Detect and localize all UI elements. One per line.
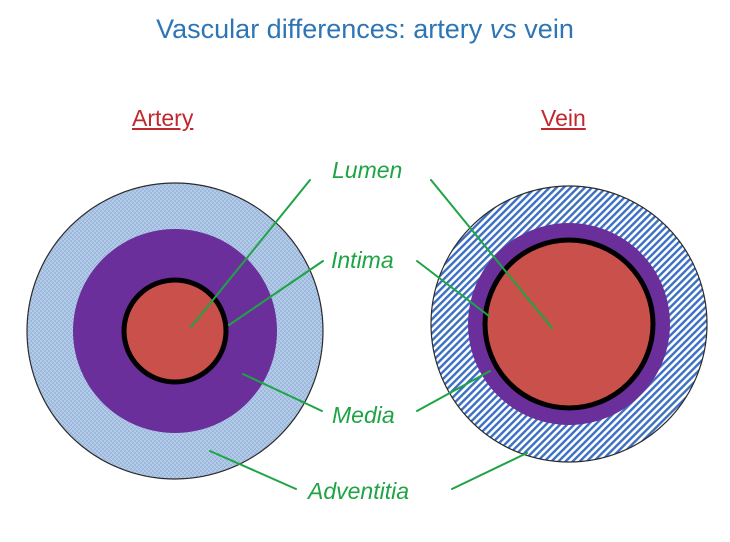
pointer-adventitia-artery (209, 450, 297, 490)
vein-lumen (482, 237, 656, 411)
vein-heading: Vein (541, 105, 586, 131)
label-intima: Intima (331, 247, 394, 273)
pointer-adventitia-vein (451, 452, 528, 490)
vein-cross-section (430, 185, 708, 463)
label-media: Media (332, 402, 395, 428)
label-lumen: Lumen (332, 157, 403, 183)
pointer-media-artery (242, 373, 323, 412)
pointer-intima-vein (416, 260, 490, 317)
pointer-media-vein (416, 370, 491, 412)
label-adventitia: Adventitia (308, 478, 410, 504)
artery-lumen (121, 277, 229, 385)
diagram-title: Vascular differences: artery vs vein (156, 14, 574, 44)
artery-heading: Artery (132, 105, 194, 131)
pointer-lumen-vein (430, 179, 553, 329)
pointer-lumen-artery (190, 179, 311, 328)
artery-cross-section (26, 182, 324, 480)
pointer-intima-artery (228, 260, 324, 326)
